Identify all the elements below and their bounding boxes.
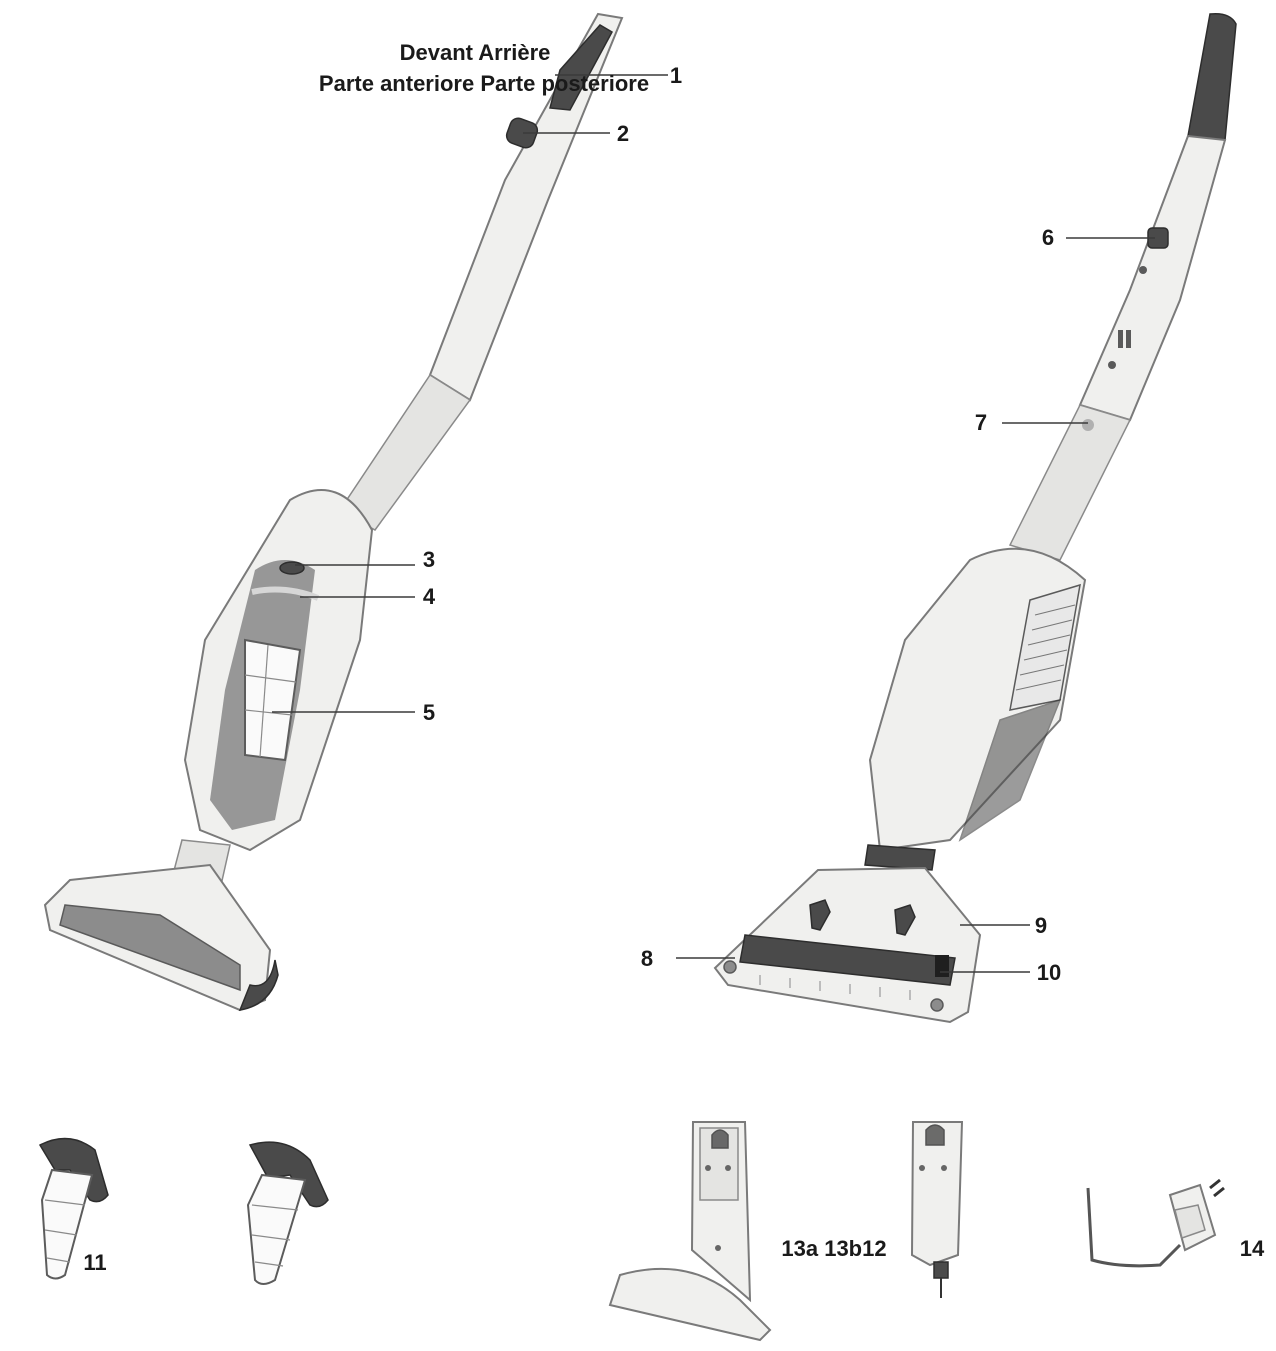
rear-view-vacuum	[713, 12, 1237, 1024]
rear-handle-icon	[1187, 12, 1237, 141]
wall-mount-with-base	[608, 1121, 772, 1342]
header-front-back: Devant Arrière	[400, 40, 551, 65]
callout-11: 11	[83, 1250, 106, 1275]
charging-light-icon	[1082, 419, 1094, 431]
callout-7: 7	[975, 410, 987, 435]
release-button-icon	[279, 561, 305, 575]
callout-8: 8	[641, 946, 653, 971]
power-nozzle-icon	[713, 866, 982, 1024]
callout-9: 9	[1035, 913, 1047, 938]
front-view-vacuum	[43, 12, 624, 1012]
filter-part-1	[38, 1137, 109, 1280]
callout-14: 14	[1240, 1236, 1265, 1261]
filter-icon	[244, 638, 302, 762]
callout-3: 3	[423, 547, 435, 572]
callout-13a-13b-12: 13a 13b12	[781, 1236, 886, 1261]
callout-10: 10	[1037, 960, 1061, 985]
callout-4: 4	[423, 584, 436, 609]
power-button-icon	[505, 117, 539, 149]
callout-6: 6	[1042, 225, 1054, 250]
brush-roll-icon	[739, 934, 956, 986]
leader-lines	[272, 74, 1155, 973]
callout-1: 1	[670, 63, 682, 88]
wall-mount-slim	[910, 1121, 964, 1298]
handle-grip-icon	[549, 24, 614, 111]
callout-5: 5	[423, 700, 435, 725]
header-front-back-it: Parte anteriore Parte posteriore	[319, 71, 649, 96]
charger-adapter-icon	[1086, 1178, 1225, 1268]
filter-part-2	[246, 1141, 329, 1285]
callout-2: 2	[617, 121, 629, 146]
